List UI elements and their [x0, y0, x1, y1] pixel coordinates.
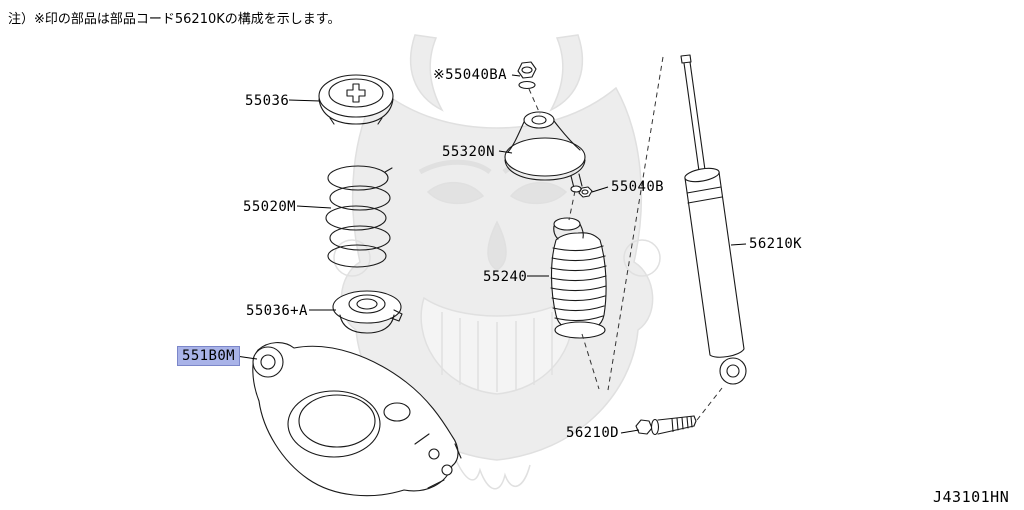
- spring-cap-drawing: [318, 74, 394, 125]
- watermark-horn-right: [549, 34, 584, 112]
- part-label-55020m[interactable]: 55020M: [243, 199, 296, 215]
- part-label-551b0m[interactable]: 551B0M: [177, 346, 240, 366]
- watermark-nose: [487, 220, 507, 271]
- watermark-swirl-right: [623, 239, 661, 277]
- part-label-56210d[interactable]: 56210D: [566, 425, 619, 441]
- watermark-eye-left: [426, 181, 485, 205]
- note-text: 注）※印の部品は部品コード56210Kの構成を示します。: [8, 12, 341, 27]
- watermark-chin-flames: [454, 457, 531, 490]
- part-label-55036-plus-a[interactable]: 55036+A: [246, 303, 308, 319]
- watermark-horn-left: [409, 34, 444, 112]
- strut-mount-drawing: [504, 111, 586, 193]
- part-label-55040ba[interactable]: ※55040BA: [433, 67, 507, 83]
- diagram-code: J43101HN: [933, 488, 1010, 506]
- assembly-dashed-lines: [528, 56, 723, 421]
- bolt-drawing: [635, 415, 697, 436]
- watermark-brow-left: [418, 159, 492, 175]
- part-label-55240[interactable]: 55240: [483, 269, 528, 285]
- coil-spring-drawing: [325, 165, 393, 268]
- boot-drawing: [550, 217, 607, 339]
- watermark-teeth: [441, 312, 553, 392]
- part-label-55036[interactable]: 55036: [245, 93, 290, 109]
- watermark-eye-right: [509, 181, 568, 205]
- watermark-swirl-left: [333, 239, 371, 277]
- leader-lines: [235, 74, 747, 434]
- nut-55040b-drawing: [578, 186, 593, 198]
- lower-arm-drawing: [252, 342, 462, 497]
- part-label-55040b[interactable]: 55040B: [611, 179, 664, 195]
- part-label-56210k[interactable]: 56210K: [749, 236, 802, 252]
- nut-55040ba-drawing: [517, 61, 537, 90]
- spring-seat-drawing: [332, 290, 403, 334]
- shock-absorber-drawing: [680, 54, 747, 385]
- part-label-55320n[interactable]: 55320N: [442, 144, 495, 160]
